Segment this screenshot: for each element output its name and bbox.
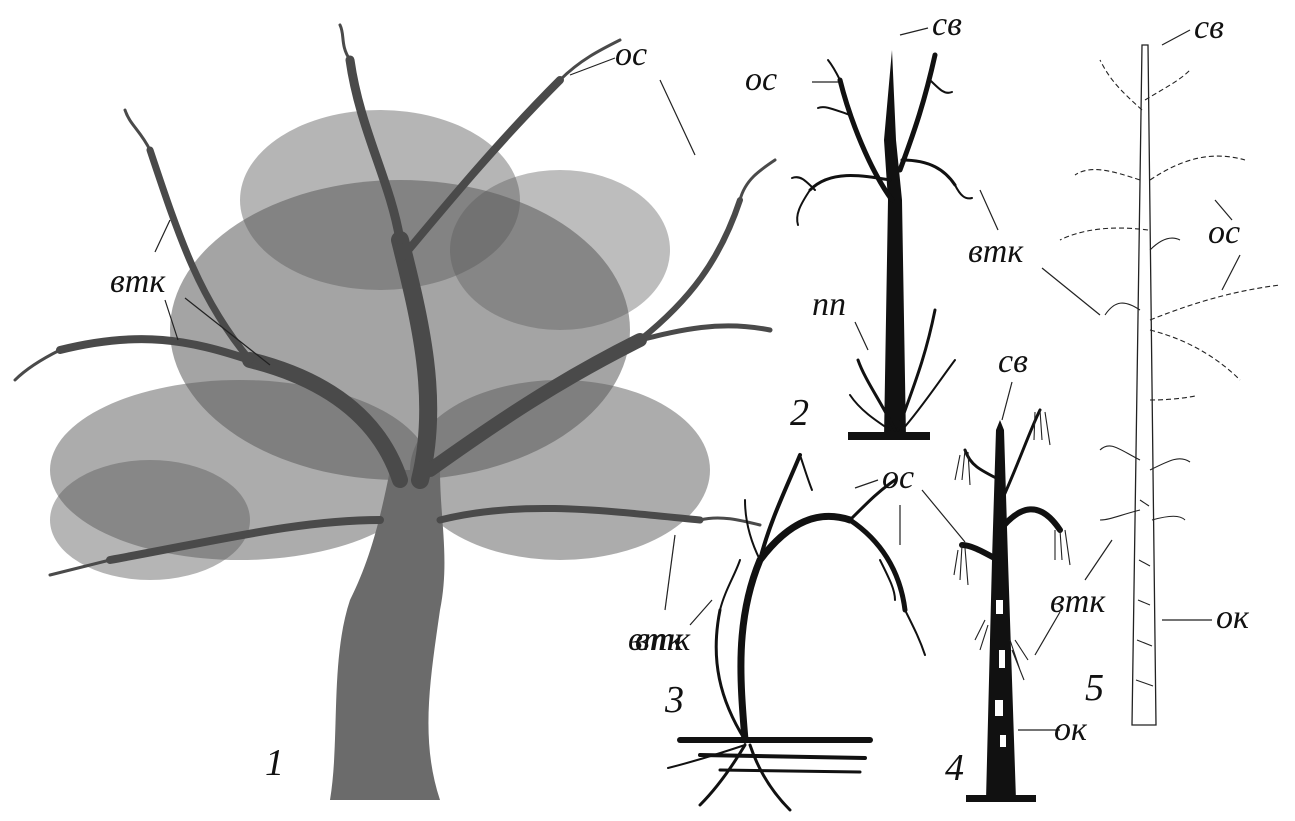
tree-5-label-top-dry: св — [1194, 9, 1224, 46]
tree-4-ground — [966, 795, 1036, 802]
tree-5-label-secondary-crown: втк — [1050, 583, 1106, 620]
tree-2-trunk — [884, 50, 906, 438]
tree-3-branches — [716, 455, 925, 740]
tree-5-trunk — [1132, 45, 1156, 725]
tree-1-label-dead-branches: ос — [615, 36, 647, 73]
tree-2-ground — [848, 432, 930, 440]
tree-4: св ок 4 — [922, 343, 1088, 802]
tree-5-dead-branches — [1060, 60, 1280, 400]
tree-1-oak: ос втк втк 1 — [15, 25, 775, 800]
tree-2: св ос пп втк 2 — [745, 6, 1024, 440]
tree-1-leader-right — [665, 535, 675, 610]
panel-5-number: 5 — [1085, 667, 1104, 709]
tree-2-label-shoots: пп — [812, 286, 846, 323]
tree-2-branches — [792, 55, 972, 430]
tree-3-label-dead-branches: ос — [882, 459, 914, 496]
tree-2-label-secondary-crown: втк — [968, 233, 1024, 270]
tree-2-label-dead-branches: ос — [745, 61, 777, 98]
tree-5-label-dead-branches: ос — [1208, 214, 1240, 251]
tree-3-label-secondary-crown: втк — [628, 621, 684, 658]
tree-4-label-bark-peeling: ок — [1054, 711, 1088, 748]
panel-3-number: 3 — [664, 679, 684, 721]
tree-4-label-top-dry: св — [998, 343, 1028, 380]
tree-4-branches — [962, 410, 1060, 560]
tree-5-label-bark-peeling: ок — [1216, 599, 1250, 636]
panel-4-number: 4 — [945, 747, 964, 789]
tree-1-label-secondary-crown: втк — [110, 263, 166, 300]
tree-3-roots — [668, 740, 870, 810]
tree-5: св ос втк ок 5 — [1042, 9, 1280, 725]
panel-2-number: 2 — [790, 392, 809, 434]
panel-1-number: 1 — [265, 742, 284, 784]
tree-2-label-top-dry: св — [932, 6, 962, 43]
